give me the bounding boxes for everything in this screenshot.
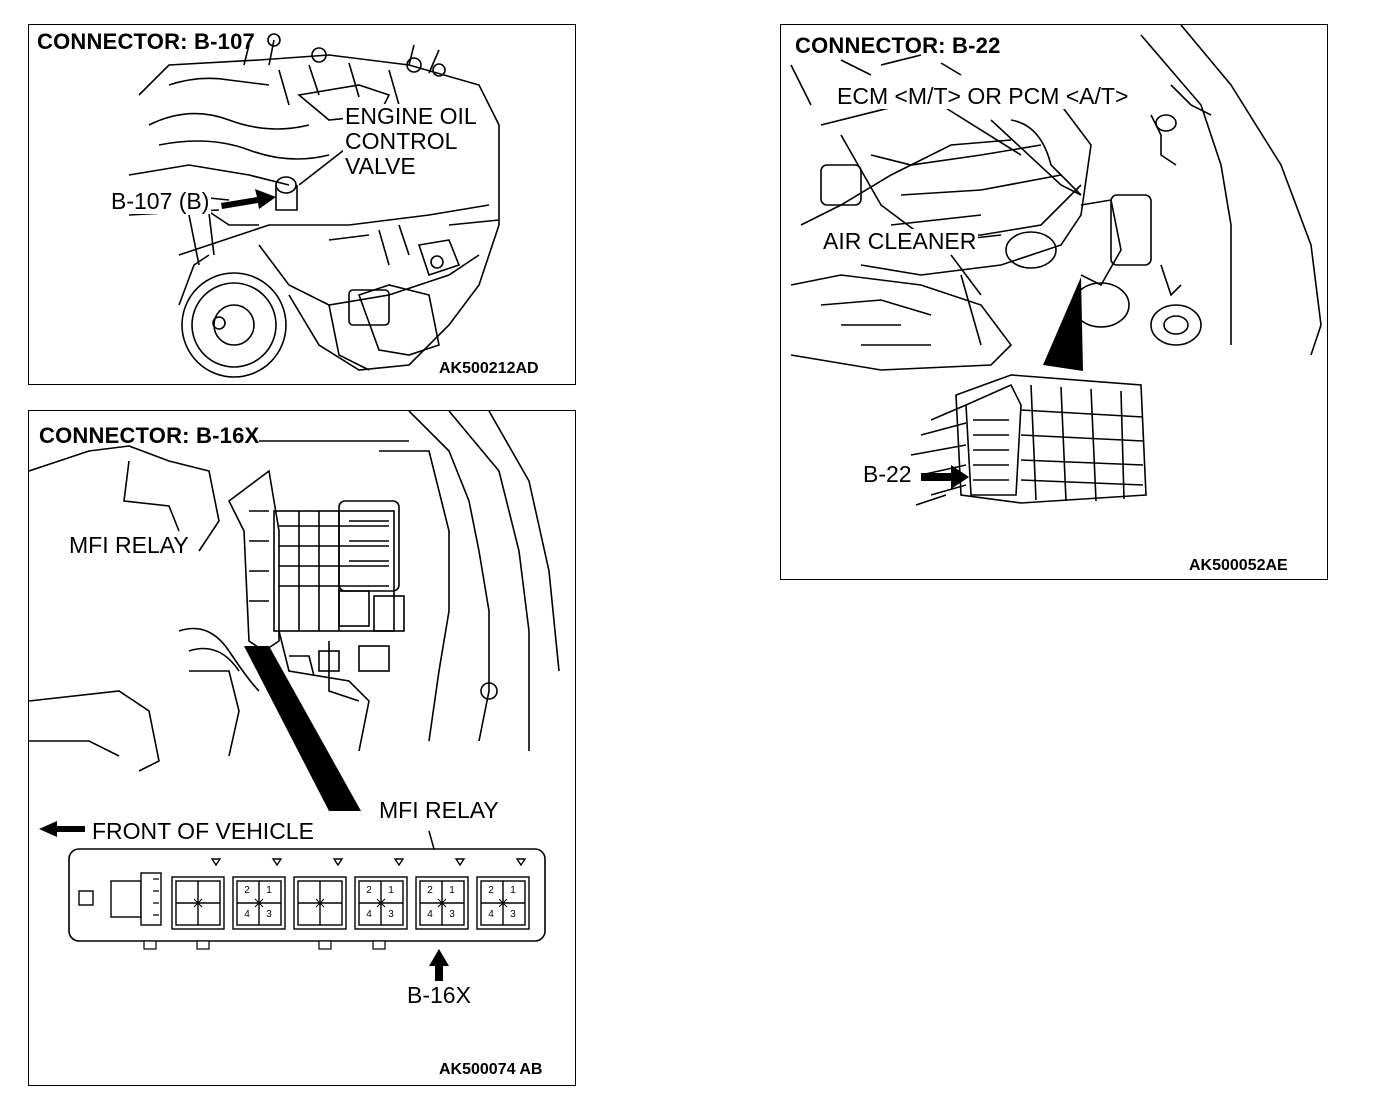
relay-pin-number: 3: [388, 909, 394, 920]
connector-b22-label: B-22: [861, 461, 914, 487]
relay-position-marker-icon: [454, 858, 466, 867]
panel-title: CONNECTOR: B-22: [795, 33, 1001, 58]
figure-code: AK500052AE: [1189, 557, 1288, 574]
ecm-illustration: [790, 25, 1322, 506]
up-arrow-icon: [429, 949, 449, 981]
front-of-vehicle-label: FRONT OF VEHICLE: [92, 818, 314, 844]
relay-box: 2 1 4 3 2 1 4 3 2 1 4 3 2 1 4 3: [68, 848, 546, 950]
relay-socket-center-mark: [498, 898, 508, 908]
relay-pin-number: 2: [427, 885, 433, 896]
relay-pin-number: 4: [366, 909, 372, 920]
relay-box-illustration: 2 1 4 3 2 1 4 3 2 1 4 3 2 1 4 3: [29, 411, 560, 981]
engine-oil-label-line2: CONTROL: [343, 128, 460, 154]
ecm-pcm-label: ECM <M/T> OR PCM <A/T>: [835, 83, 1131, 109]
relay-pin-number: 3: [510, 909, 516, 920]
ecm-unit: [910, 374, 1147, 506]
panel-connector-b107: CONNECTOR: B-107 ENGINE OIL CONTROL VALV…: [28, 24, 576, 385]
relay-pin-number: 1: [388, 885, 394, 896]
connector-b107-label: B-107 (B): [109, 188, 212, 214]
connector-b16x-label: B-16X: [407, 982, 471, 1008]
relay-pin-number: 4: [427, 909, 433, 920]
relay-position-marker-icon: [393, 858, 405, 867]
engine-oil-label-line3: VALVE: [343, 153, 418, 179]
panel-connector-b22: CONNECTOR: B-22 ECM <M/T> OR PCM <A/T> A…: [780, 24, 1328, 580]
pointer-wedge: [244, 646, 361, 811]
relay-socket-center-mark: [193, 898, 203, 908]
relay-pin-number: 2: [366, 885, 372, 896]
front-arrow-icon: [39, 821, 85, 837]
relay-position-marker-icon: [271, 858, 283, 867]
engine-illustration: [118, 33, 500, 378]
mfi-relay-label-top: MFI RELAY: [67, 532, 191, 558]
relay-pin-number: 3: [449, 909, 455, 920]
relay-position-marker-icon: [210, 858, 222, 867]
panel-connector-b16x: 2 1 4 3 2 1 4 3 2 1 4 3 2 1 4 3 CONNECTOR: B-16X MFI RE…: [28, 410, 576, 1086]
relay-pin-number: 4: [488, 909, 494, 920]
relay-position-marker-icon: [515, 858, 527, 867]
air-cleaner-label: AIR CLEANER: [821, 228, 979, 254]
relay-pin-number: 3: [266, 909, 272, 920]
relay-pin-number: 1: [510, 885, 516, 896]
relay-pin-number: 2: [488, 885, 494, 896]
mfi-relay-label-bottom: MFI RELAY: [377, 797, 501, 823]
figure-code: AK500212AD: [439, 360, 539, 377]
relay-position-marker-icon: [332, 858, 344, 867]
relay-socket-center-mark: [254, 898, 264, 908]
relay-pin-number: 2: [244, 885, 250, 896]
relay-socket-center-mark: [315, 898, 325, 908]
panel-title: CONNECTOR: B-107: [37, 29, 255, 54]
relay-socket-center-mark: [437, 898, 447, 908]
relay-socket-center-mark: [376, 898, 386, 908]
figure-code: AK500074 AB: [439, 1061, 543, 1078]
relay-pin-number: 4: [244, 909, 250, 920]
relay-pin-number: 1: [449, 885, 455, 896]
relay-pin-number: 1: [266, 885, 272, 896]
arrow-icon: [921, 465, 969, 489]
arrow-icon: [221, 189, 276, 209]
engine-oil-label-line1: ENGINE OIL: [343, 103, 479, 129]
pointer-wedge: [1043, 277, 1083, 371]
panel-title: CONNECTOR: B-16X: [39, 423, 260, 448]
